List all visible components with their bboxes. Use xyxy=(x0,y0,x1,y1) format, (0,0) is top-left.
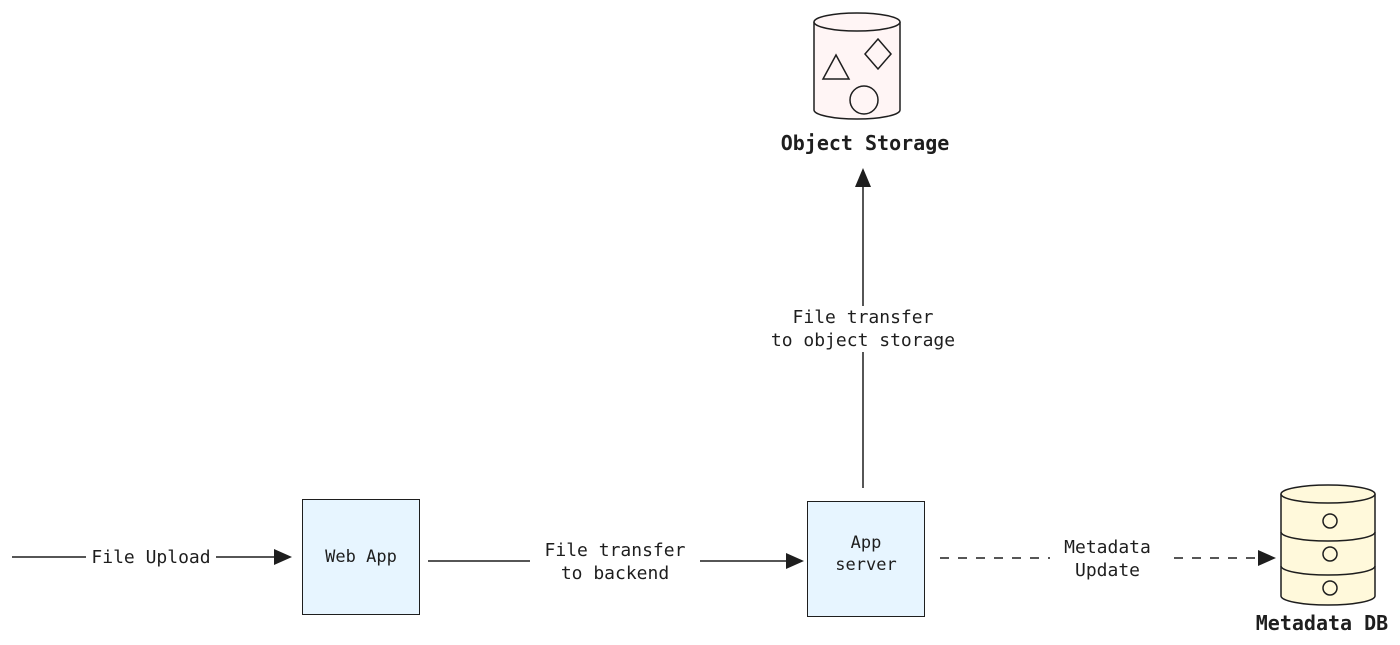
db-indicator-icon xyxy=(1322,513,1338,529)
metadata-update-arrow xyxy=(940,550,1276,566)
object-storage-label: Object Storage xyxy=(780,131,950,155)
web-app-node[interactable]: Web App xyxy=(302,499,420,615)
backend-transfer-label: File transfer to backend xyxy=(530,539,700,585)
db-indicator-icon xyxy=(1322,546,1338,562)
db-indicator-icon xyxy=(1322,580,1338,596)
circle-icon xyxy=(849,85,879,115)
triangle-icon xyxy=(821,53,851,80)
diamond-icon xyxy=(864,37,892,71)
storage-transfer-label: File transfer to object storage xyxy=(753,306,973,352)
app-server-node[interactable]: App server xyxy=(807,501,925,617)
object-storage-cylinder-icon xyxy=(813,12,901,120)
database-cylinder-icon xyxy=(1280,484,1376,606)
metadata-update-label: Metadata Update xyxy=(1050,536,1165,582)
metadata-db-label: Metadata DB xyxy=(1255,611,1389,635)
file-upload-label: File Upload xyxy=(86,546,216,569)
